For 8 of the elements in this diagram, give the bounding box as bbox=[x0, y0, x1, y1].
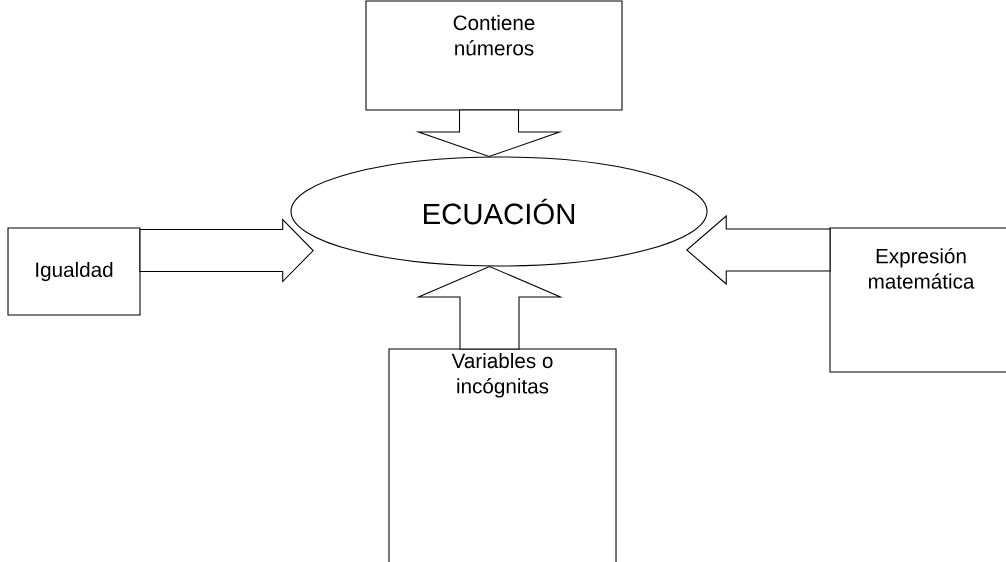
block-arrow bbox=[139, 218, 314, 283]
callout-box: Contiene números bbox=[365, 0, 623, 111]
block-arrow bbox=[685, 214, 831, 286]
callout-box: Variables o incógnitas bbox=[388, 348, 617, 562]
callout-box: Igualdad bbox=[7, 227, 141, 316]
callout-box: Expresión matemática bbox=[829, 227, 1006, 373]
block-arrow bbox=[415, 265, 564, 350]
block-arrow bbox=[415, 109, 563, 158]
